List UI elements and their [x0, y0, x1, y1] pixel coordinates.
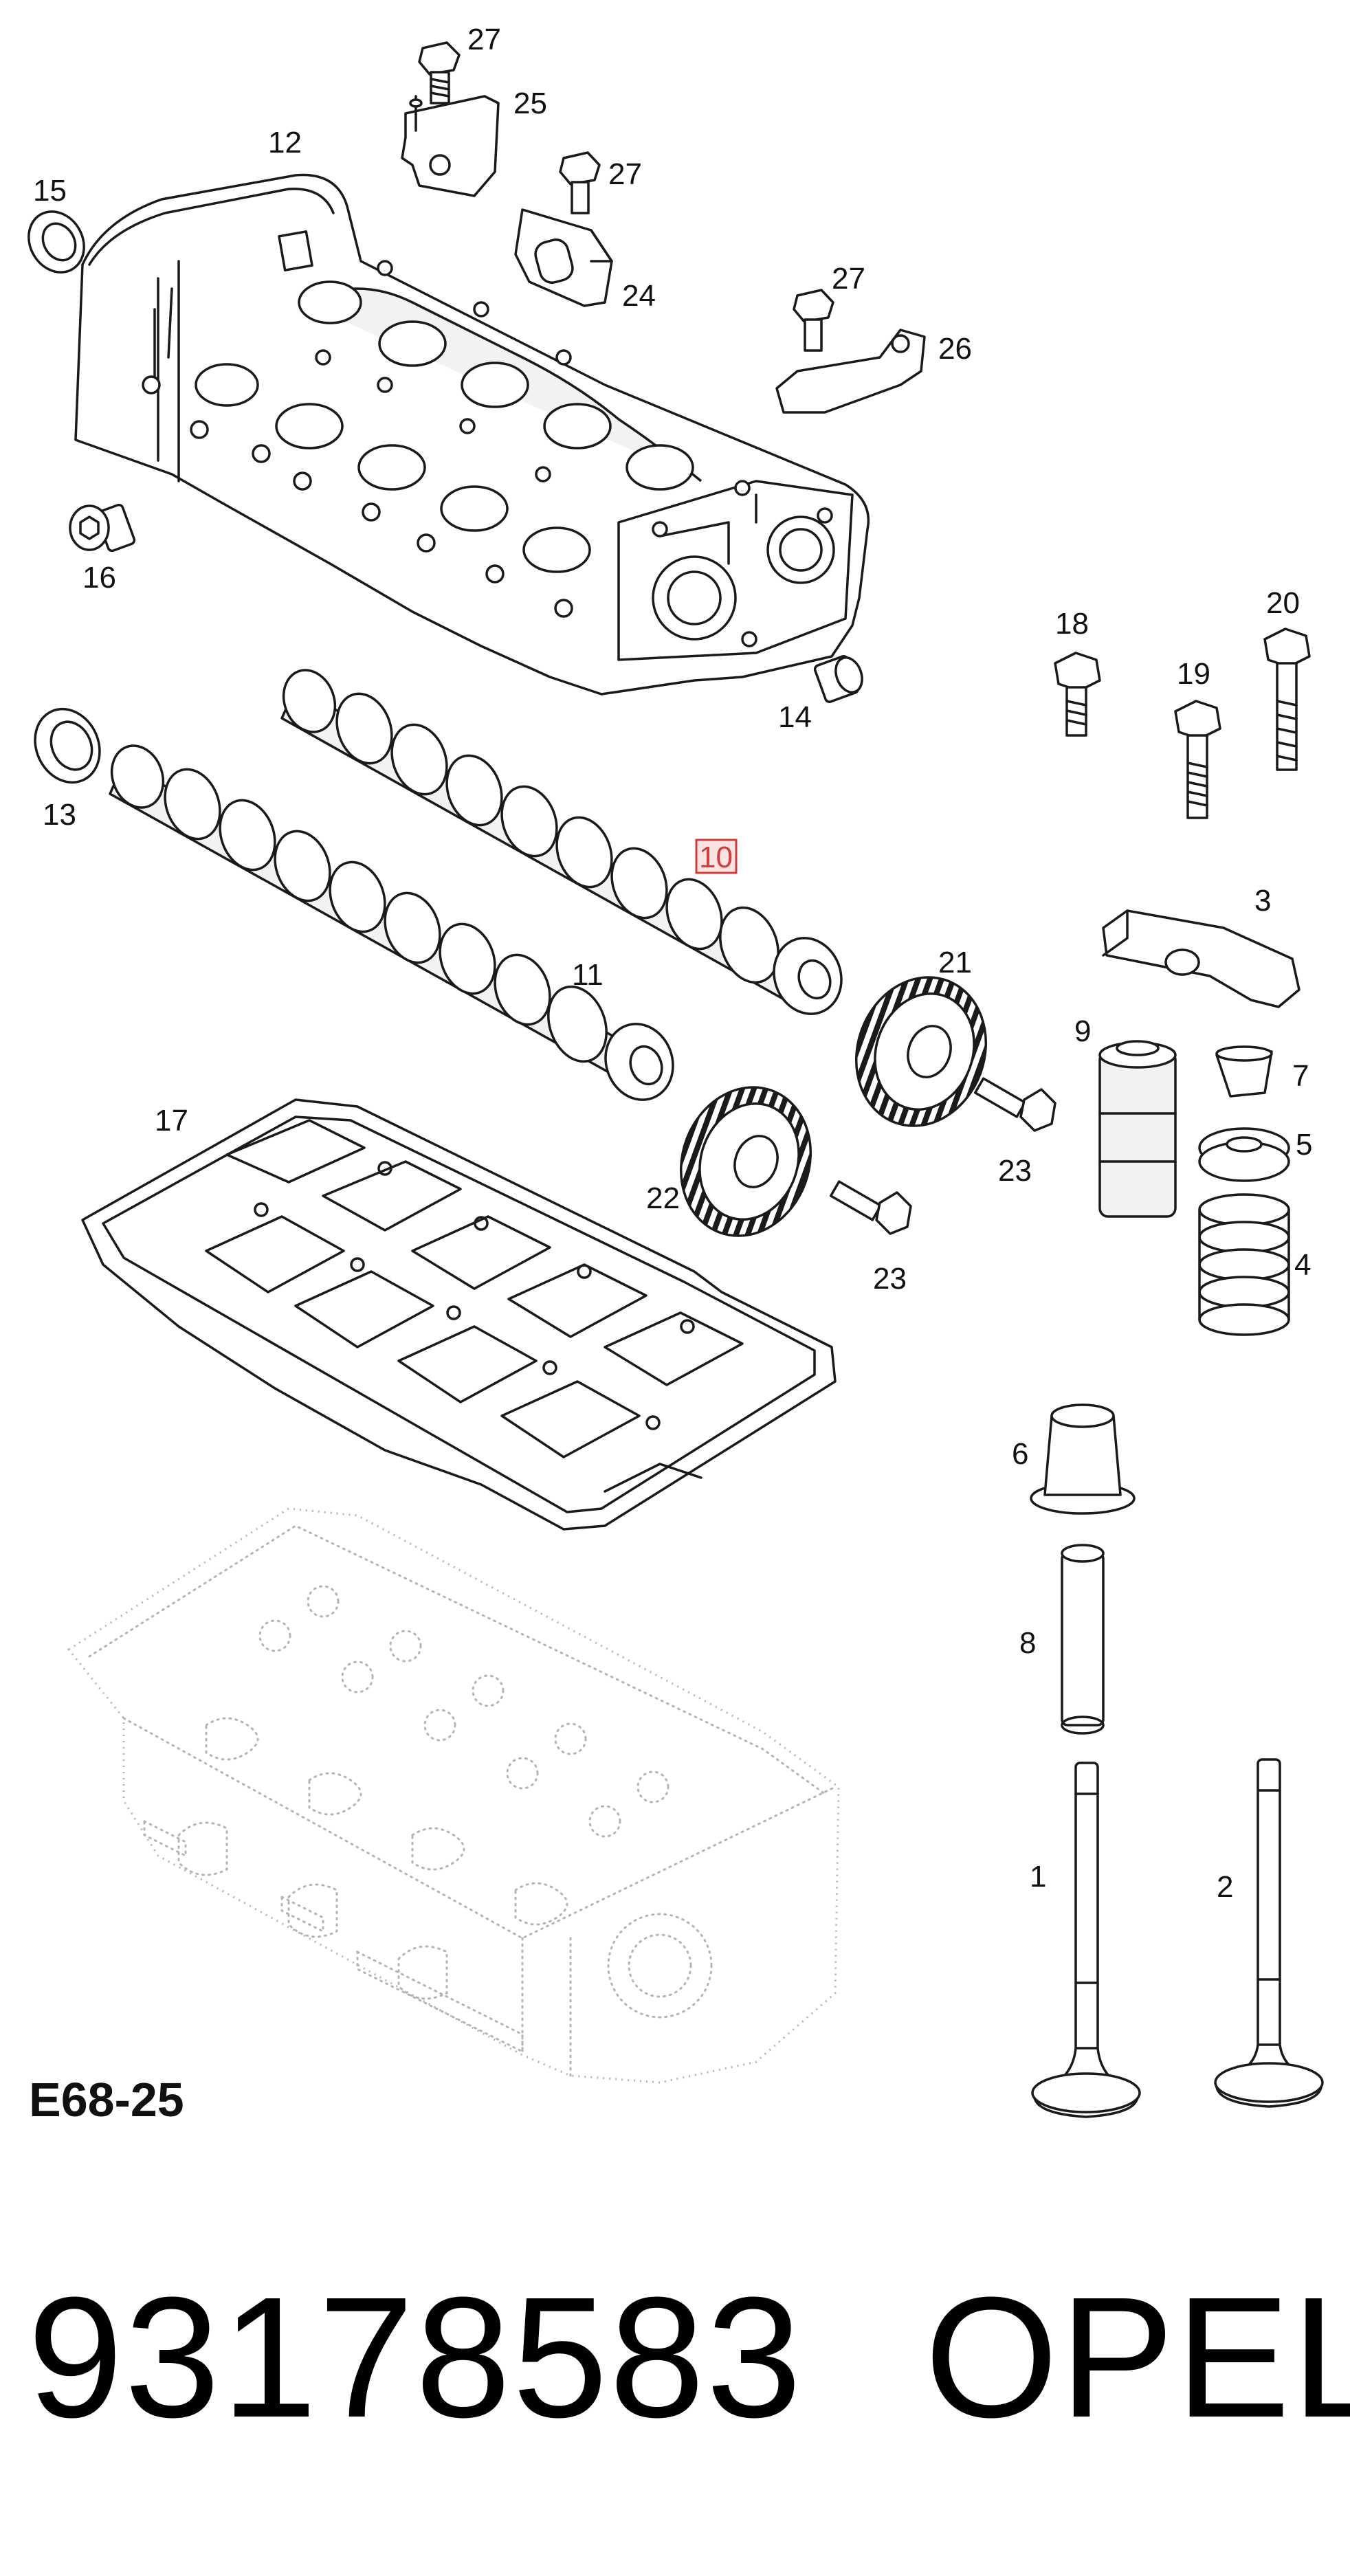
bracket-25	[401, 95, 500, 197]
callout-27-top: 27	[467, 23, 501, 56]
diagram-code: E68-25	[29, 2073, 184, 2127]
sleeve-14	[813, 655, 863, 703]
callout-8: 8	[1019, 1626, 1036, 1660]
callout-27-mid: 27	[608, 157, 642, 191]
plug-16	[69, 503, 136, 553]
callout-7: 7	[1292, 1059, 1309, 1093]
gear-21	[854, 976, 988, 1127]
callout-3: 3	[1254, 884, 1271, 918]
callout-10: 10	[699, 841, 733, 874]
callout-24: 24	[622, 279, 656, 313]
camshaft-housing	[74, 173, 870, 696]
callout-23-upper: 23	[998, 1154, 1032, 1188]
gear-22	[679, 1086, 812, 1237]
callout-22: 22	[646, 1181, 680, 1215]
housing-bearings-row1	[298, 280, 702, 491]
callout-17: 17	[155, 1104, 188, 1137]
seal-ring-15	[27, 210, 85, 274]
bolt-27-right	[793, 289, 834, 352]
callout-11: 11	[572, 958, 604, 992]
callout-4: 4	[1294, 1248, 1311, 1282]
cam-lobes-11	[110, 744, 674, 1101]
seal-ring-13	[34, 707, 101, 784]
bolt-19	[1174, 700, 1221, 819]
callout-10-highlight	[695, 839, 738, 874]
camshaft-10	[280, 669, 843, 1015]
callout-21: 21	[938, 946, 972, 979]
callout-5: 5	[1296, 1128, 1312, 1162]
stem-seal-6	[1030, 1403, 1136, 1515]
camshaft-11	[109, 744, 674, 1101]
bracket-24	[514, 208, 613, 307]
rocker-arm-3	[1102, 909, 1301, 1008]
bolt-27-mid	[559, 151, 601, 214]
callout-1: 1	[1030, 1860, 1046, 1894]
callout-20: 20	[1266, 586, 1300, 620]
bolt-23-lower	[829, 1180, 912, 1235]
spring-cap-5	[1198, 1127, 1290, 1182]
callout-19: 19	[1177, 657, 1210, 691]
valve-1	[1031, 1762, 1141, 2118]
tappet-9	[1098, 1040, 1177, 1218]
housing-bearings-row2	[195, 363, 591, 573]
callout-12: 12	[268, 126, 302, 159]
cylinder-head-ghost	[67, 1507, 840, 2084]
callout-2: 2	[1217, 1870, 1233, 1904]
keepers-7	[1215, 1045, 1273, 1098]
callout-13: 13	[43, 798, 76, 832]
callout-26: 26	[938, 332, 972, 366]
valve-guide-8	[1061, 1544, 1105, 1735]
part-number: 93178583	[27, 2261, 804, 2453]
callout-18: 18	[1055, 607, 1089, 641]
valve-spring-4	[1198, 1193, 1290, 1336]
valve-2	[1214, 1758, 1324, 2108]
bracket-26	[775, 329, 926, 414]
callout-27-right: 27	[832, 262, 865, 296]
callout-16: 16	[82, 561, 116, 595]
bolt-27-top	[418, 41, 461, 104]
callout-15: 15	[33, 174, 67, 208]
callout-25: 25	[513, 87, 547, 120]
bolt-20	[1263, 628, 1311, 771]
gasket-17	[81, 1098, 837, 1531]
cam-lobes-10	[282, 669, 843, 1015]
bolt-23-upper	[973, 1077, 1056, 1132]
callout-labels: 1 2 3 4 5 6 7 8 9 10 11 12 13 14 15 16 1…	[33, 23, 1312, 1904]
brand-name: OPEL	[925, 2261, 1350, 2453]
callout-23-lower: 23	[873, 1262, 907, 1296]
callout-14: 14	[778, 700, 812, 734]
bolt-18	[1054, 652, 1101, 737]
callout-9: 9	[1074, 1014, 1091, 1048]
callout-6: 6	[1012, 1437, 1028, 1471]
